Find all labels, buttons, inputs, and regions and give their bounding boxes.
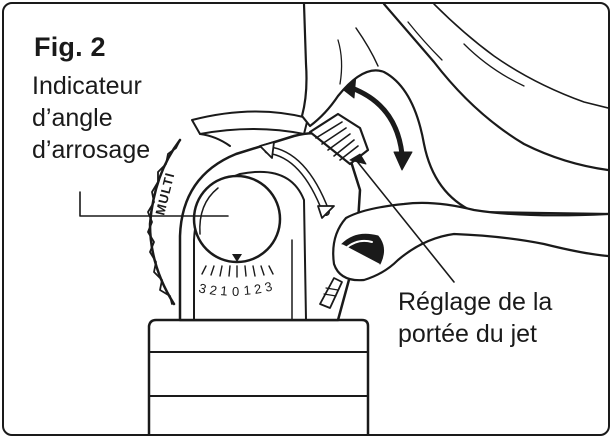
spray-angle-dial (192, 174, 282, 264)
callout-line: Indicateur (32, 72, 142, 100)
angle-scale-digits: 3 2 1 0 1 2 3 (197, 279, 273, 299)
callout-line: d’arrosage (32, 136, 151, 164)
body-double-arrow-icon (259, 141, 335, 219)
callout-line: portée du jet (398, 320, 537, 348)
scale-digit: 3 (197, 280, 208, 296)
multi-dial-text: MULTI (152, 171, 177, 217)
multi-knob (147, 138, 182, 306)
callout-line: Réglage de la (398, 288, 553, 316)
angle-scale-ticks (201, 265, 274, 278)
scale-digit: 2 (253, 281, 263, 297)
range-adjustment-knob (308, 112, 370, 166)
sprinkler-illustration: MULTI 3 2 1 0 1 2 3 (79, 4, 608, 434)
figure-title: Fig. 2 (34, 32, 106, 62)
scale-digit: 3 (263, 279, 274, 295)
leader-line-range-adjustment (355, 159, 455, 283)
scale-digit: 2 (208, 282, 218, 298)
leader-lines (79, 153, 455, 283)
scale-digit: 1 (243, 282, 252, 298)
callout-line: d’angle (32, 104, 113, 132)
callout-jet-range-adjustment: Réglage de la portée du jet (398, 286, 552, 350)
connector-base (147, 318, 370, 434)
scale-digit: 1 (220, 283, 229, 299)
lower-hand (332, 201, 608, 282)
scale-digit: 0 (232, 284, 239, 299)
callout-spray-angle-indicator: Indicateur d’angle d’arrosage (32, 70, 150, 166)
upper-hand (300, 4, 608, 216)
range-screw (319, 277, 343, 309)
leader-line-angle-indicator (79, 191, 229, 217)
